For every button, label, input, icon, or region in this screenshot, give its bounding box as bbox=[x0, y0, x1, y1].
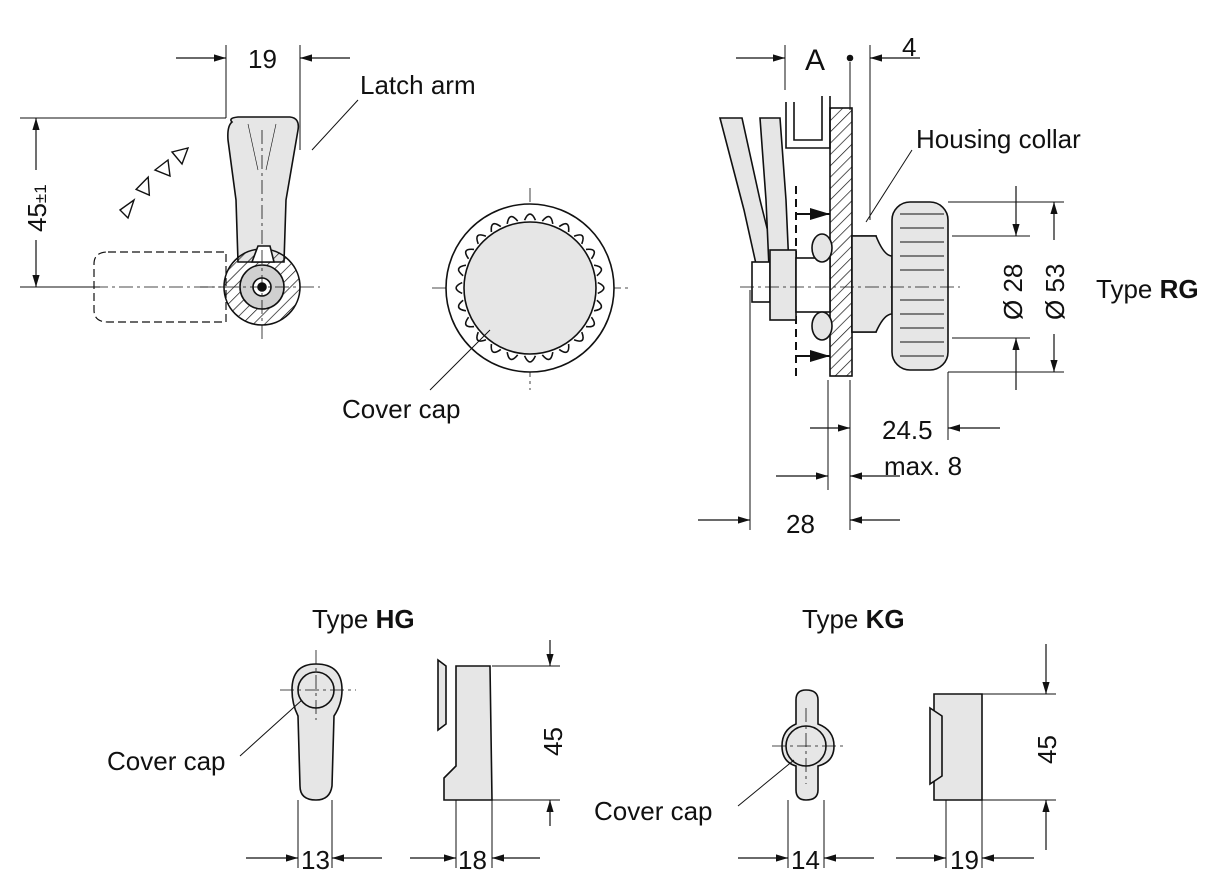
dim-kg-14: 14 bbox=[791, 845, 820, 875]
knurl-tooth bbox=[457, 264, 467, 277]
dim-latch-height-tol: ±1 bbox=[31, 184, 50, 204]
knurl-tooth bbox=[464, 316, 475, 328]
knurl-tooth bbox=[464, 248, 475, 260]
type-kg-view bbox=[737, 644, 1056, 868]
knurl-tooth bbox=[523, 213, 537, 221]
cover-cap-view bbox=[429, 188, 632, 391]
cover-cap-label-kg: Cover cap bbox=[594, 796, 713, 826]
knurl-tooth bbox=[476, 234, 487, 245]
knurl-tooth bbox=[585, 248, 596, 260]
dim-hg-height: 45 bbox=[538, 727, 568, 756]
knurl-tooth bbox=[455, 281, 463, 295]
dim-24-5: 24.5 bbox=[882, 415, 933, 445]
dim-kg-height: 45 bbox=[1032, 735, 1062, 764]
knurl-tooth bbox=[523, 355, 537, 363]
type-rg-code: RG bbox=[1159, 274, 1199, 304]
type-rg-prefix: Type bbox=[1096, 274, 1160, 304]
knurl-tooth bbox=[597, 281, 605, 295]
knurl-tooth bbox=[476, 331, 487, 342]
type-kg-code: KG bbox=[865, 604, 905, 634]
cover-cap-label-main: Cover cap bbox=[342, 394, 461, 424]
type-hg-label: Type HG bbox=[312, 606, 415, 632]
knurl-tooth bbox=[541, 351, 554, 361]
view-a-label: A bbox=[805, 44, 826, 77]
knurl-tooth bbox=[593, 264, 603, 277]
dim-kg-19: 19 bbox=[950, 845, 979, 875]
cover-cap-label-hg: Cover cap bbox=[107, 746, 226, 776]
knurl-tooth bbox=[593, 299, 603, 312]
knurl-tooth bbox=[457, 299, 467, 312]
knurl-tooth bbox=[490, 343, 502, 354]
type-kg-prefix: Type bbox=[802, 604, 866, 634]
knurl-tooth bbox=[558, 222, 570, 233]
type-hg-prefix: Type bbox=[312, 604, 376, 634]
type-kg-label: Type KG bbox=[802, 606, 905, 632]
knurl-tooth bbox=[573, 331, 584, 342]
type-rg-label: Type RG bbox=[1096, 276, 1199, 302]
dim-dia-28: Ø 28 bbox=[998, 263, 1028, 320]
dim-dia-53: Ø 53 bbox=[1040, 263, 1070, 320]
dim-28: 28 bbox=[786, 509, 815, 539]
dim-hg-18: 18 bbox=[458, 845, 487, 875]
type-hg-view bbox=[239, 640, 560, 868]
latch-arm-label: Latch arm bbox=[360, 70, 476, 100]
knurl-tooth bbox=[585, 316, 596, 328]
dim-max-8: max. 8 bbox=[884, 451, 963, 481]
dim-latch-width: 19 bbox=[248, 44, 277, 74]
knurl-tooth bbox=[506, 215, 519, 225]
dim-hg-13: 13 bbox=[301, 845, 330, 875]
knurl-tooth bbox=[573, 234, 584, 245]
latch-arm-view bbox=[20, 45, 359, 340]
dim-latch-height: 45±1 bbox=[22, 184, 52, 232]
knurl-tooth bbox=[541, 215, 554, 225]
dim-latch-height-value: 45 bbox=[22, 203, 52, 232]
side-view-rg bbox=[698, 45, 1064, 530]
knurl-tooth bbox=[490, 222, 502, 233]
housing-collar-label: Housing collar bbox=[916, 124, 1081, 154]
dim-top-right: 4 bbox=[902, 32, 917, 62]
knurl-tooth bbox=[506, 351, 519, 361]
type-hg-code: HG bbox=[375, 604, 415, 634]
knurl-tooth bbox=[558, 343, 570, 354]
